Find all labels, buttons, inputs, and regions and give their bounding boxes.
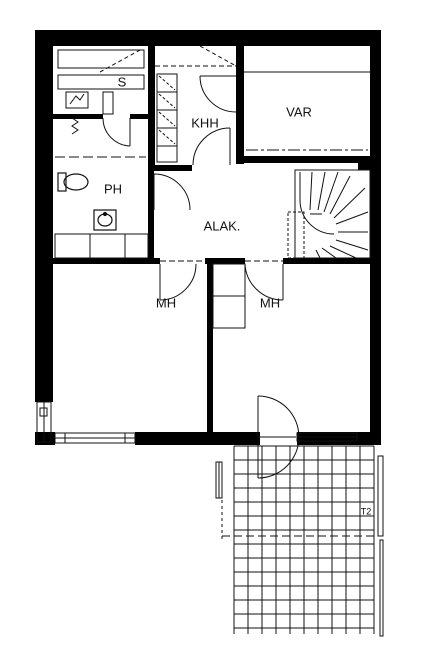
storage-fixtures bbox=[244, 71, 370, 151]
utility-door-bottom bbox=[192, 127, 231, 166]
sink-icon bbox=[93, 209, 117, 231]
hall-label: ALAK. bbox=[204, 218, 241, 233]
staircase bbox=[287, 169, 371, 259]
sauna-door bbox=[102, 117, 131, 147]
bedroom1-label: MH bbox=[156, 295, 176, 310]
bedroom2-label: MH bbox=[260, 295, 280, 310]
bathroom-label: PH bbox=[104, 181, 122, 196]
bedroom2-wardrobe bbox=[212, 263, 246, 329]
bedroom2-window bbox=[296, 432, 358, 442]
toilet-icon bbox=[57, 172, 89, 192]
bathroom-fixtures bbox=[54, 156, 149, 259]
terrace-grid bbox=[233, 445, 375, 634]
terrace-mark: T2 bbox=[361, 506, 372, 516]
utility-door-top bbox=[199, 75, 237, 113]
bedroom2-door bbox=[244, 260, 284, 301]
bedroom1-door bbox=[159, 260, 205, 301]
utility-fixtures bbox=[155, 45, 237, 163]
sauna-label: S bbox=[118, 74, 127, 89]
radiator-icon bbox=[71, 117, 79, 135]
utility-label: KHH bbox=[191, 115, 218, 130]
interior-walls bbox=[53, 46, 370, 432]
bedroom1-window bbox=[54, 432, 136, 444]
left-window bbox=[36, 401, 52, 443]
terrace-railing bbox=[215, 455, 384, 637]
sauna-fixtures bbox=[57, 49, 145, 115]
hall-door bbox=[153, 173, 191, 211]
storage-label: VAR bbox=[286, 104, 312, 119]
